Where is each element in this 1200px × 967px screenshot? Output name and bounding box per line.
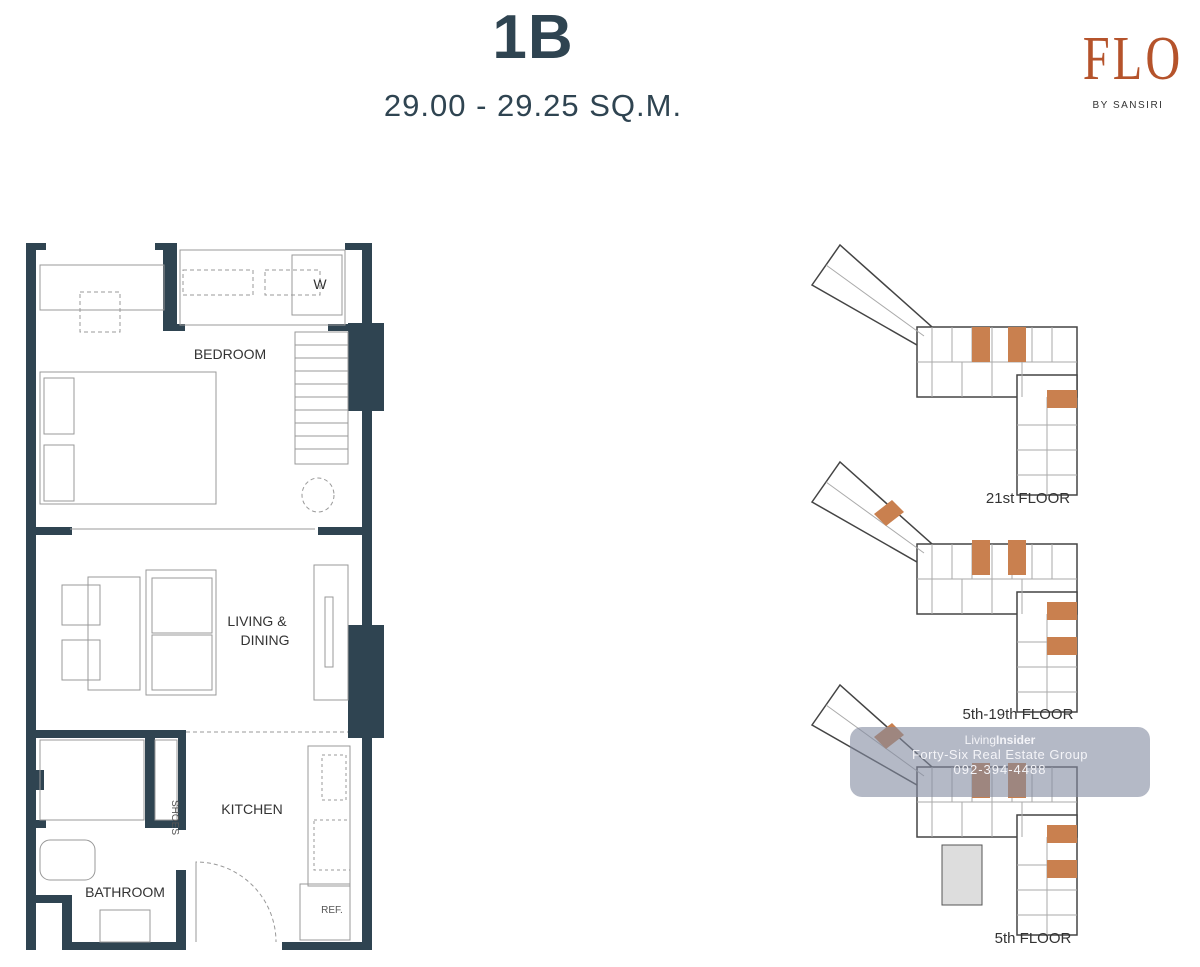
- watermark-brand-a: Living: [964, 733, 996, 747]
- furniture: [39, 249, 351, 943]
- watermark-company: Forty-Six Real Estate Group: [911, 747, 1089, 762]
- flo-logo: FLO BY SANSIRI: [1070, 28, 1186, 111]
- watermark-phone: 092-394-4488: [953, 762, 1047, 777]
- watermark-overlay: LivingInsider Forty-Six Real Estate Grou…: [850, 727, 1150, 797]
- logo-sub: BY SANSIRI: [1092, 100, 1164, 111]
- ref-label: REF.: [321, 905, 343, 916]
- room-label-shoes: SHOES: [169, 800, 180, 835]
- room-label-bathroom: BATHROOM: [85, 884, 165, 900]
- room-label-kitchen: KITCHEN: [221, 801, 282, 817]
- floor-label-5th: 5th FLOOR: [995, 930, 1072, 947]
- room-label-living-1: LIVING &: [227, 613, 287, 629]
- floor-label-21st: 21st FLOOR: [986, 490, 1070, 507]
- watermark-brand: LivingInsider: [850, 733, 1150, 747]
- washer-label: W: [313, 276, 327, 292]
- floor-label-5th-19th: 5th-19th FLOOR: [963, 706, 1074, 723]
- key-plan-5th-19th: [811, 461, 1078, 713]
- key-plan-21st: [811, 244, 1078, 496]
- watermark-brand-b: Insider: [996, 733, 1036, 747]
- unit-area: 29.00 - 29.25 SQ.M.: [383, 88, 683, 123]
- room-label-living-2: DINING: [241, 632, 290, 648]
- room-label-bedroom: BEDROOM: [194, 346, 266, 362]
- logo-mark: FLO: [1082, 25, 1184, 93]
- unit-type-title: 1B: [492, 3, 574, 72]
